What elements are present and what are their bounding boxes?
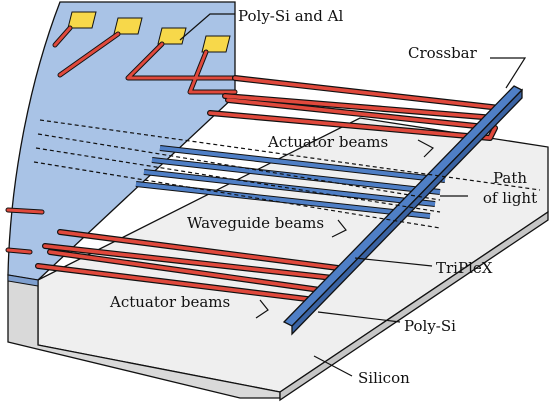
waveguide-beams bbox=[135, 145, 446, 219]
label-waveguide-beams: Waveguide beams bbox=[187, 214, 324, 232]
bond-pad bbox=[67, 11, 97, 29]
label-silicon: Silicon bbox=[358, 369, 410, 387]
path-of-light bbox=[33, 119, 541, 229]
bond-pad bbox=[113, 17, 143, 35]
crossbar-side bbox=[291, 88, 523, 336]
silicon-side-face bbox=[279, 210, 549, 402]
bond-pad bbox=[201, 35, 231, 53]
poly-si-traces bbox=[5, 25, 238, 255]
label-poly-si: Poly-Si bbox=[404, 317, 456, 335]
label-path-of-light-2: of light bbox=[483, 189, 537, 207]
label-poly-si-and-al: Poly-Si and Al bbox=[238, 7, 344, 25]
label-crossbar: Crossbar bbox=[408, 44, 478, 62]
label-path-of-light-1: Path bbox=[493, 169, 527, 187]
label-triplex: TriPleX bbox=[436, 259, 493, 277]
bond-pads bbox=[67, 11, 231, 53]
label-actuator-beams-top: Actuator beams bbox=[267, 133, 388, 151]
label-actuator-beams-bottom: Actuator beams bbox=[109, 293, 230, 311]
leader-lines bbox=[179, 13, 527, 377]
bond-pad bbox=[157, 27, 187, 45]
triplex-edge bbox=[7, 274, 39, 287]
